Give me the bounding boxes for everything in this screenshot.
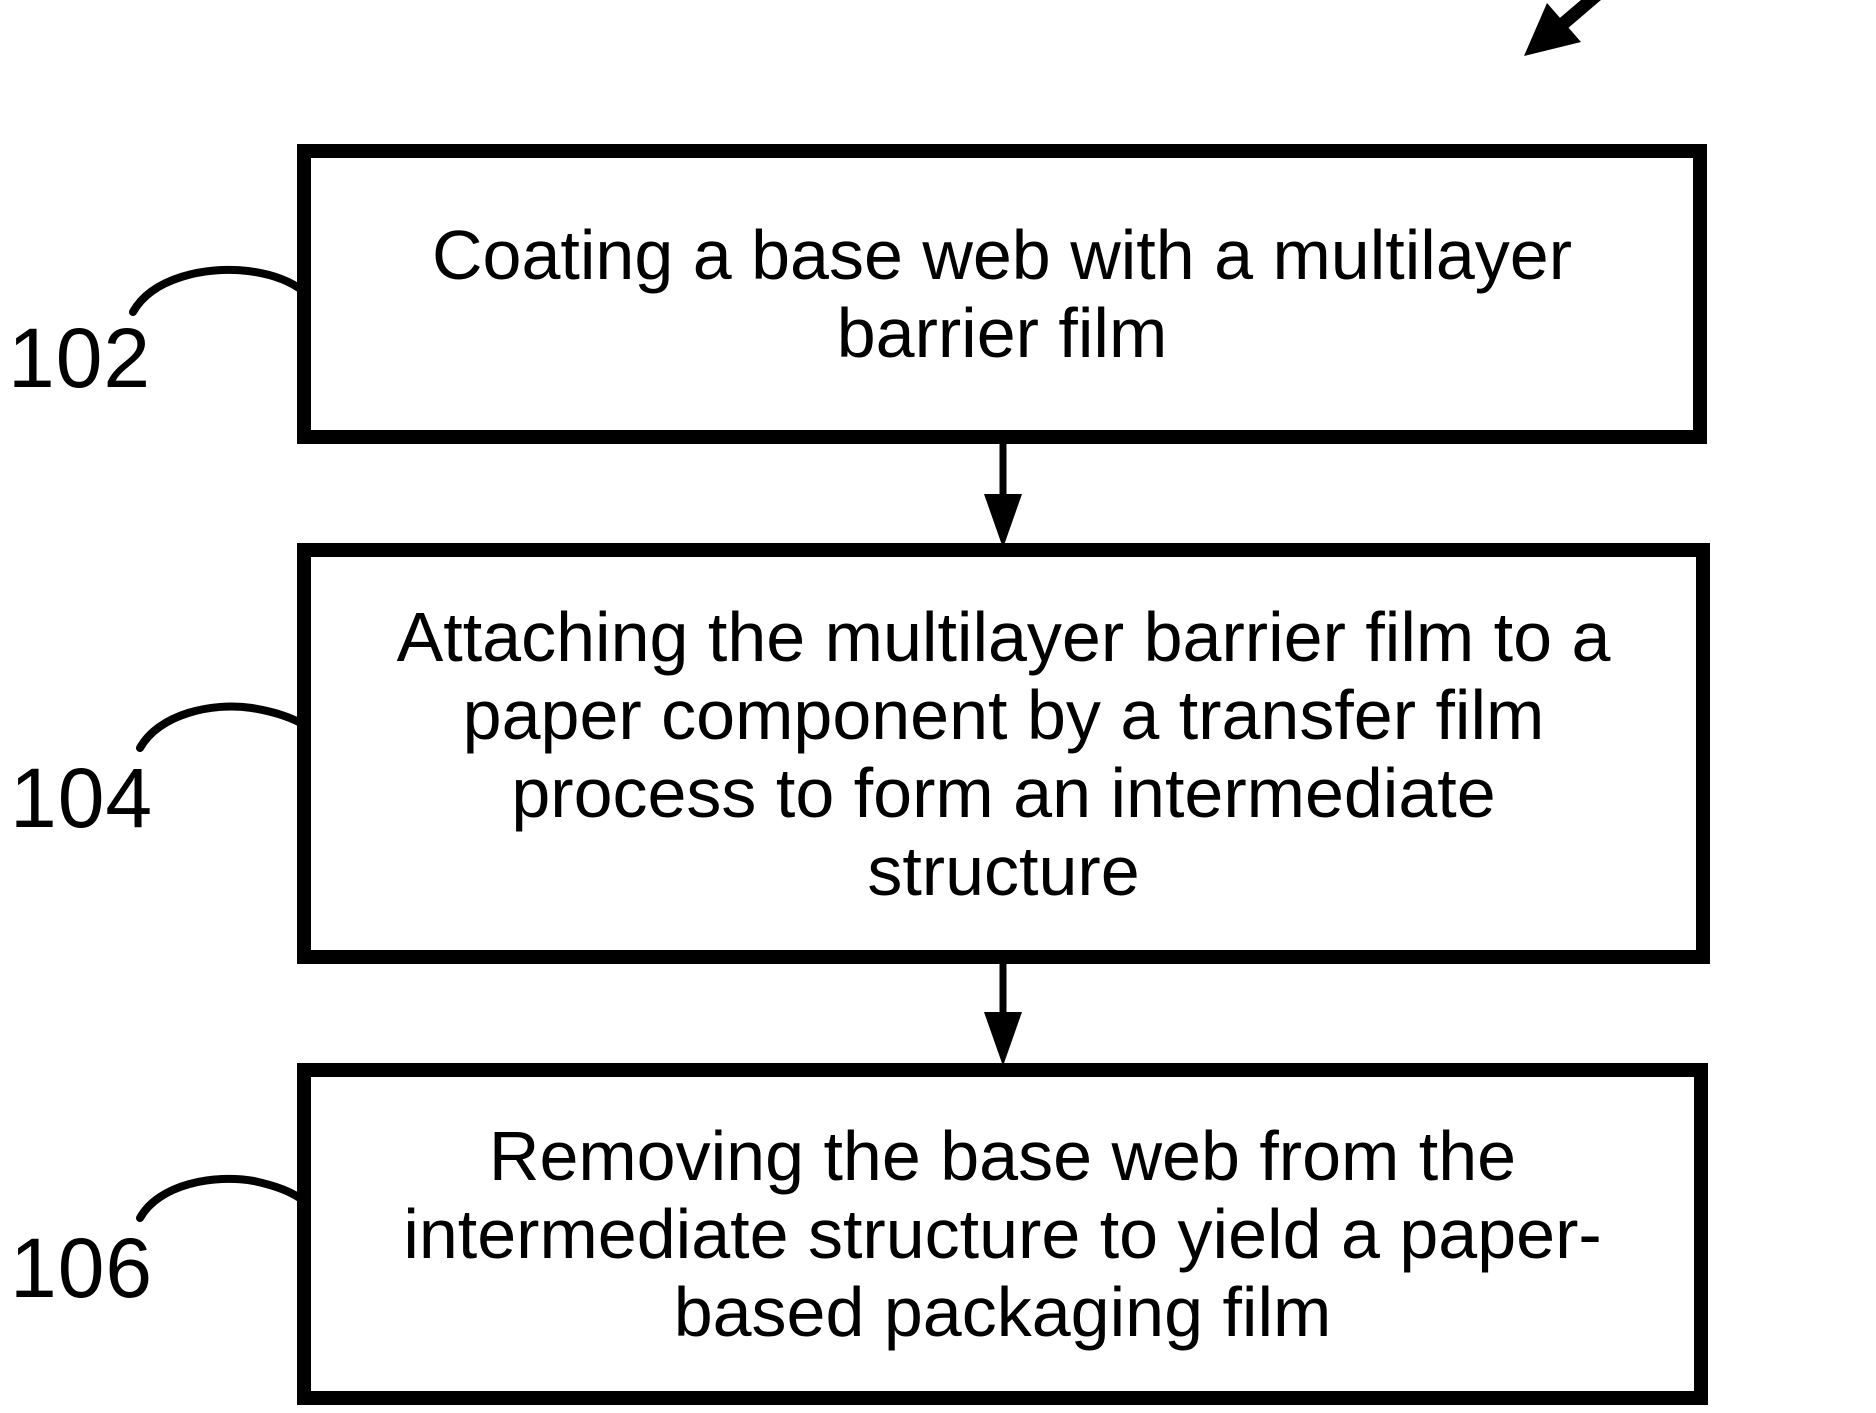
box-102-text-line: barrier film: [836, 294, 1168, 372]
box-106-text-line: intermediate structure to yield a paper-: [403, 1195, 1602, 1273]
box-106-text-line: Removing the base web from the: [488, 1117, 1517, 1195]
leader-line-104: [136, 702, 308, 752]
box-102-text-line: Coating a base web with a multilayer: [431, 216, 1573, 294]
figure-pointer-arrow-icon: [1524, 0, 1601, 56]
ref-numeral-106: 106: [10, 1221, 154, 1315]
flowchart-box-106: Removing the base web from the intermedi…: [297, 1063, 1708, 1405]
box-106-text-line: based packaging film: [673, 1273, 1332, 1351]
box-104-text-line: paper component by a transfer film: [462, 675, 1545, 754]
flowchart-box-102: Coating a base web with a multilayer bar…: [297, 144, 1707, 444]
box-104-text-line: structure: [867, 831, 1140, 910]
ref-numeral-102: 102: [8, 311, 152, 405]
arrow-down-102-104-icon: [984, 440, 1022, 548]
flowchart-box-104: Attaching the multilayer barrier film to…: [297, 543, 1710, 964]
leader-line-106: [136, 1174, 308, 1222]
leader-line-102: [129, 265, 307, 316]
box-104-text-line: process to form an intermediate: [511, 753, 1496, 832]
box-104-text-line: Attaching the multilayer barrier film to…: [396, 597, 1611, 676]
arrow-down-104-106-icon: [984, 960, 1022, 1066]
ref-numeral-104: 104: [10, 751, 154, 845]
